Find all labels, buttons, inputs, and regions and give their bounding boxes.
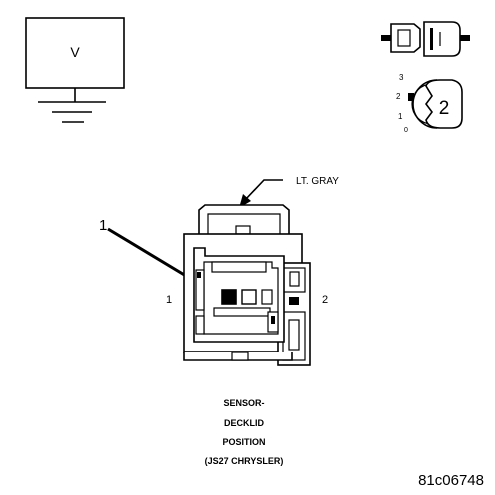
caption: SENSOR- DECKLID POSITION (JS27 CHRYSLER) [205, 398, 284, 466]
switch-ring [412, 79, 438, 129]
terminal-cavity-1 [221, 289, 237, 305]
key-knob [425, 79, 463, 129]
caption-line-2: DECKLID [224, 418, 264, 428]
position-label-3: 3 [399, 73, 404, 82]
ground-icon [38, 101, 106, 123]
switch-pointer [408, 93, 414, 101]
wire-color-label: LT. GRAY [296, 176, 339, 187]
key-number: 2 [439, 98, 450, 119]
wire-color-callout: LT. GRAY [239, 176, 339, 208]
caption-line-1: SENSOR- [223, 398, 264, 408]
voltmeter-symbol: V [70, 44, 80, 60]
caption-line-4: (JS27 CHRYSLER) [205, 456, 284, 466]
terminal-cavity-2 [241, 289, 257, 305]
connector-face [183, 204, 311, 366]
caption-line-3: POSITION [222, 437, 265, 447]
position-label-1: 1 [398, 112, 403, 121]
voltmeter: V [25, 17, 125, 123]
key-position-icon: 3 2 1 0 2 [396, 73, 463, 134]
position-label-0: 0 [404, 127, 408, 134]
figure-id: 81c06748 [418, 472, 484, 489]
pin-label-left: 1 [166, 294, 172, 306]
callout-number: 1 [99, 217, 107, 234]
probe-connector-icon [381, 21, 470, 57]
position-label-2: 2 [396, 92, 401, 101]
pin-label-right: 2 [322, 294, 328, 306]
